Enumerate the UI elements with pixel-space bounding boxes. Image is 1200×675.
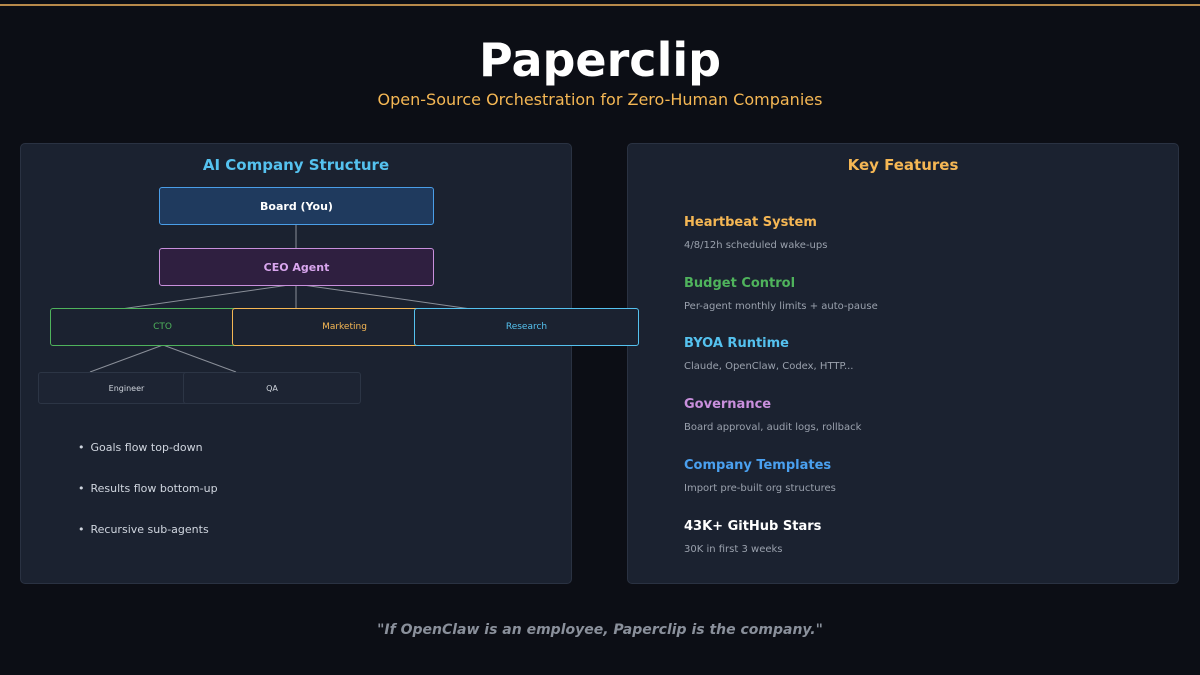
feature-name: 43K+ GitHub Stars xyxy=(684,519,822,534)
connector-ceo-cto xyxy=(113,283,297,311)
node-board: Board (You) xyxy=(159,187,434,225)
node-cto-label: CTO xyxy=(153,322,172,332)
feature-byoa: BYOA Runtime Claude, OpenClaw, Codex, HT… xyxy=(684,335,854,374)
node-ceo-label: CEO Agent xyxy=(263,260,330,274)
feature-heartbeat: Heartbeat System 4/8/12h scheduled wake-… xyxy=(684,214,827,253)
feature-name: BYOA Runtime xyxy=(684,336,789,351)
footer-quote: "If OpenClaw is an employee, Paperclip i… xyxy=(377,622,823,638)
node-engineer-label: Engineer xyxy=(108,383,145,393)
connector-cto-engineer xyxy=(89,344,164,373)
bullet-item: •Goals flow top-down xyxy=(78,441,203,454)
feature-desc: 30K in first 3 weeks xyxy=(684,544,783,555)
feature-name: Governance xyxy=(684,397,772,412)
bullet-item: •Recursive sub-agents xyxy=(78,523,209,536)
flow-bullet-list: •Goals flow top-down •Results flow botto… xyxy=(78,440,218,563)
node-qa-label: QA xyxy=(266,383,278,393)
node-marketing-label: Marketing xyxy=(322,322,367,332)
page-title: Paperclip xyxy=(478,33,722,87)
page-subtitle: Open-Source Orchestration for Zero-Human… xyxy=(377,90,823,109)
features-panel: Key Features xyxy=(627,143,1179,584)
node-qa: QA xyxy=(183,372,361,404)
structure-panel-title: AI Company Structure xyxy=(202,156,390,174)
node-research-label: Research xyxy=(505,322,548,332)
feature-governance: Governance Board approval, audit logs, r… xyxy=(684,396,861,435)
feature-desc: Board approval, audit logs, rollback xyxy=(684,422,862,433)
features-panel-title: Key Features xyxy=(847,156,959,174)
node-ceo: CEO Agent xyxy=(159,248,434,286)
node-research: Research xyxy=(414,308,639,346)
feature-templates: Company Templates Import pre-built org s… xyxy=(684,457,836,496)
feature-name: Company Templates xyxy=(684,458,832,473)
connector-cto-qa xyxy=(162,344,237,373)
feature-desc: Import pre-built org structures xyxy=(684,483,836,494)
node-board-label: Board (You) xyxy=(260,199,333,213)
feature-desc: 4/8/12h scheduled wake-ups xyxy=(684,240,828,251)
feature-stars: 43K+ GitHub Stars 30K in first 3 weeks xyxy=(684,518,821,557)
feature-budget: Budget Control Per-agent monthly limits … xyxy=(684,275,878,314)
feature-desc: Claude, OpenClaw, Codex, HTTP... xyxy=(684,361,854,372)
top-accent-line xyxy=(0,4,1200,6)
connector-ceo-research xyxy=(295,283,479,311)
feature-name: Budget Control xyxy=(684,276,796,291)
feature-name: Heartbeat System xyxy=(684,215,817,230)
feature-desc: Per-agent monthly limits + auto-pause xyxy=(684,301,878,312)
bullet-item: •Results flow bottom-up xyxy=(78,482,218,495)
